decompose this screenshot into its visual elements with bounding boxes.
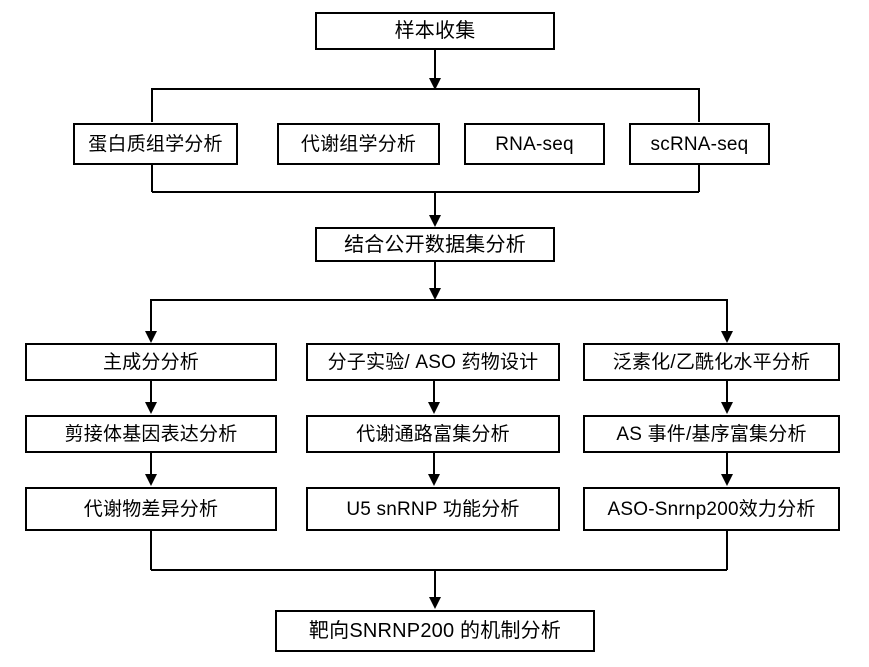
node-rna-seq[interactable]: RNA-seq bbox=[464, 123, 605, 165]
node-label-aso-snrnp200-efficacy: ASO-Snrnp200效力分析 bbox=[607, 498, 816, 520]
arrowhead-as-event bbox=[721, 402, 733, 414]
node-label-proteomics: 蛋白质组学分析 bbox=[88, 133, 223, 155]
node-metabolite-difference[interactable]: 代谢物差异分析 bbox=[25, 487, 277, 531]
node-as-event-enrichment[interactable]: AS 事件/基序富集分析 bbox=[583, 415, 840, 453]
node-label-public-dataset: 结合公开数据集分析 bbox=[344, 233, 526, 256]
node-sample-collection[interactable]: 样本收集 bbox=[315, 12, 555, 50]
node-label-rna-seq: RNA-seq bbox=[495, 133, 574, 155]
arrowhead-metabolite bbox=[145, 474, 157, 486]
node-label-spliceosome-expression: 剪接体基因表达分析 bbox=[64, 423, 238, 445]
node-metabolomics[interactable]: 代谢组学分析 bbox=[277, 123, 440, 165]
node-label-metabolomics: 代谢组学分析 bbox=[300, 133, 417, 155]
arrowhead-aso200 bbox=[721, 474, 733, 486]
node-label-as-event-enrichment: AS 事件/基序富集分析 bbox=[616, 423, 807, 445]
arrowhead-mechanism bbox=[429, 597, 441, 609]
arrowhead-spliceosome bbox=[145, 402, 157, 414]
node-label-metabolite-difference: 代谢物差异分析 bbox=[83, 498, 219, 520]
node-label-mechanism-analysis: 靶向SNRNP200 的机制分析 bbox=[308, 620, 562, 642]
arrowhead-public bbox=[429, 215, 441, 227]
node-label-pathway-enrichment: 代谢通路富集分析 bbox=[356, 423, 510, 445]
node-scrna-seq[interactable]: scRNA-seq bbox=[629, 123, 770, 165]
node-mechanism-analysis[interactable]: 靶向SNRNP200 的机制分析 bbox=[275, 610, 595, 652]
node-proteomics[interactable]: 蛋白质组学分析 bbox=[73, 123, 238, 165]
node-aso-snrnp200-efficacy[interactable]: ASO-Snrnp200效力分析 bbox=[583, 487, 840, 531]
node-spliceosome-expression[interactable]: 剪接体基因表达分析 bbox=[25, 415, 277, 453]
arrowhead-col-right bbox=[721, 331, 733, 343]
node-molecular-aso-design[interactable]: 分子实验/ ASO 药物设计 bbox=[306, 343, 560, 381]
node-label-ubiquitination-acetylation: 泛素化/乙酰化水平分析 bbox=[612, 351, 811, 373]
node-u5-snrnp-function[interactable]: U5 snRNP 功能分析 bbox=[306, 487, 560, 531]
arrowhead-bus1 bbox=[429, 78, 441, 90]
arrowhead-pathway bbox=[428, 402, 440, 414]
node-ubiquitination-acetylation[interactable]: 泛素化/乙酰化水平分析 bbox=[583, 343, 840, 381]
node-pca[interactable]: 主成分分析 bbox=[25, 343, 277, 381]
node-label-pca: 主成分分析 bbox=[102, 351, 199, 373]
arrowhead-u5 bbox=[428, 474, 440, 486]
node-public-dataset[interactable]: 结合公开数据集分析 bbox=[315, 227, 555, 262]
node-label-molecular-aso-design: 分子实验/ ASO 药物设计 bbox=[327, 351, 539, 373]
node-pathway-enrichment[interactable]: 代谢通路富集分析 bbox=[306, 415, 560, 453]
arrowhead-bus3 bbox=[429, 288, 441, 300]
node-label-u5-snrnp-function: U5 snRNP 功能分析 bbox=[346, 498, 520, 520]
node-label-sample-collection: 样本收集 bbox=[394, 20, 476, 42]
arrowhead-col-left bbox=[145, 331, 157, 343]
node-label-scrna-seq: scRNA-seq bbox=[650, 133, 749, 155]
